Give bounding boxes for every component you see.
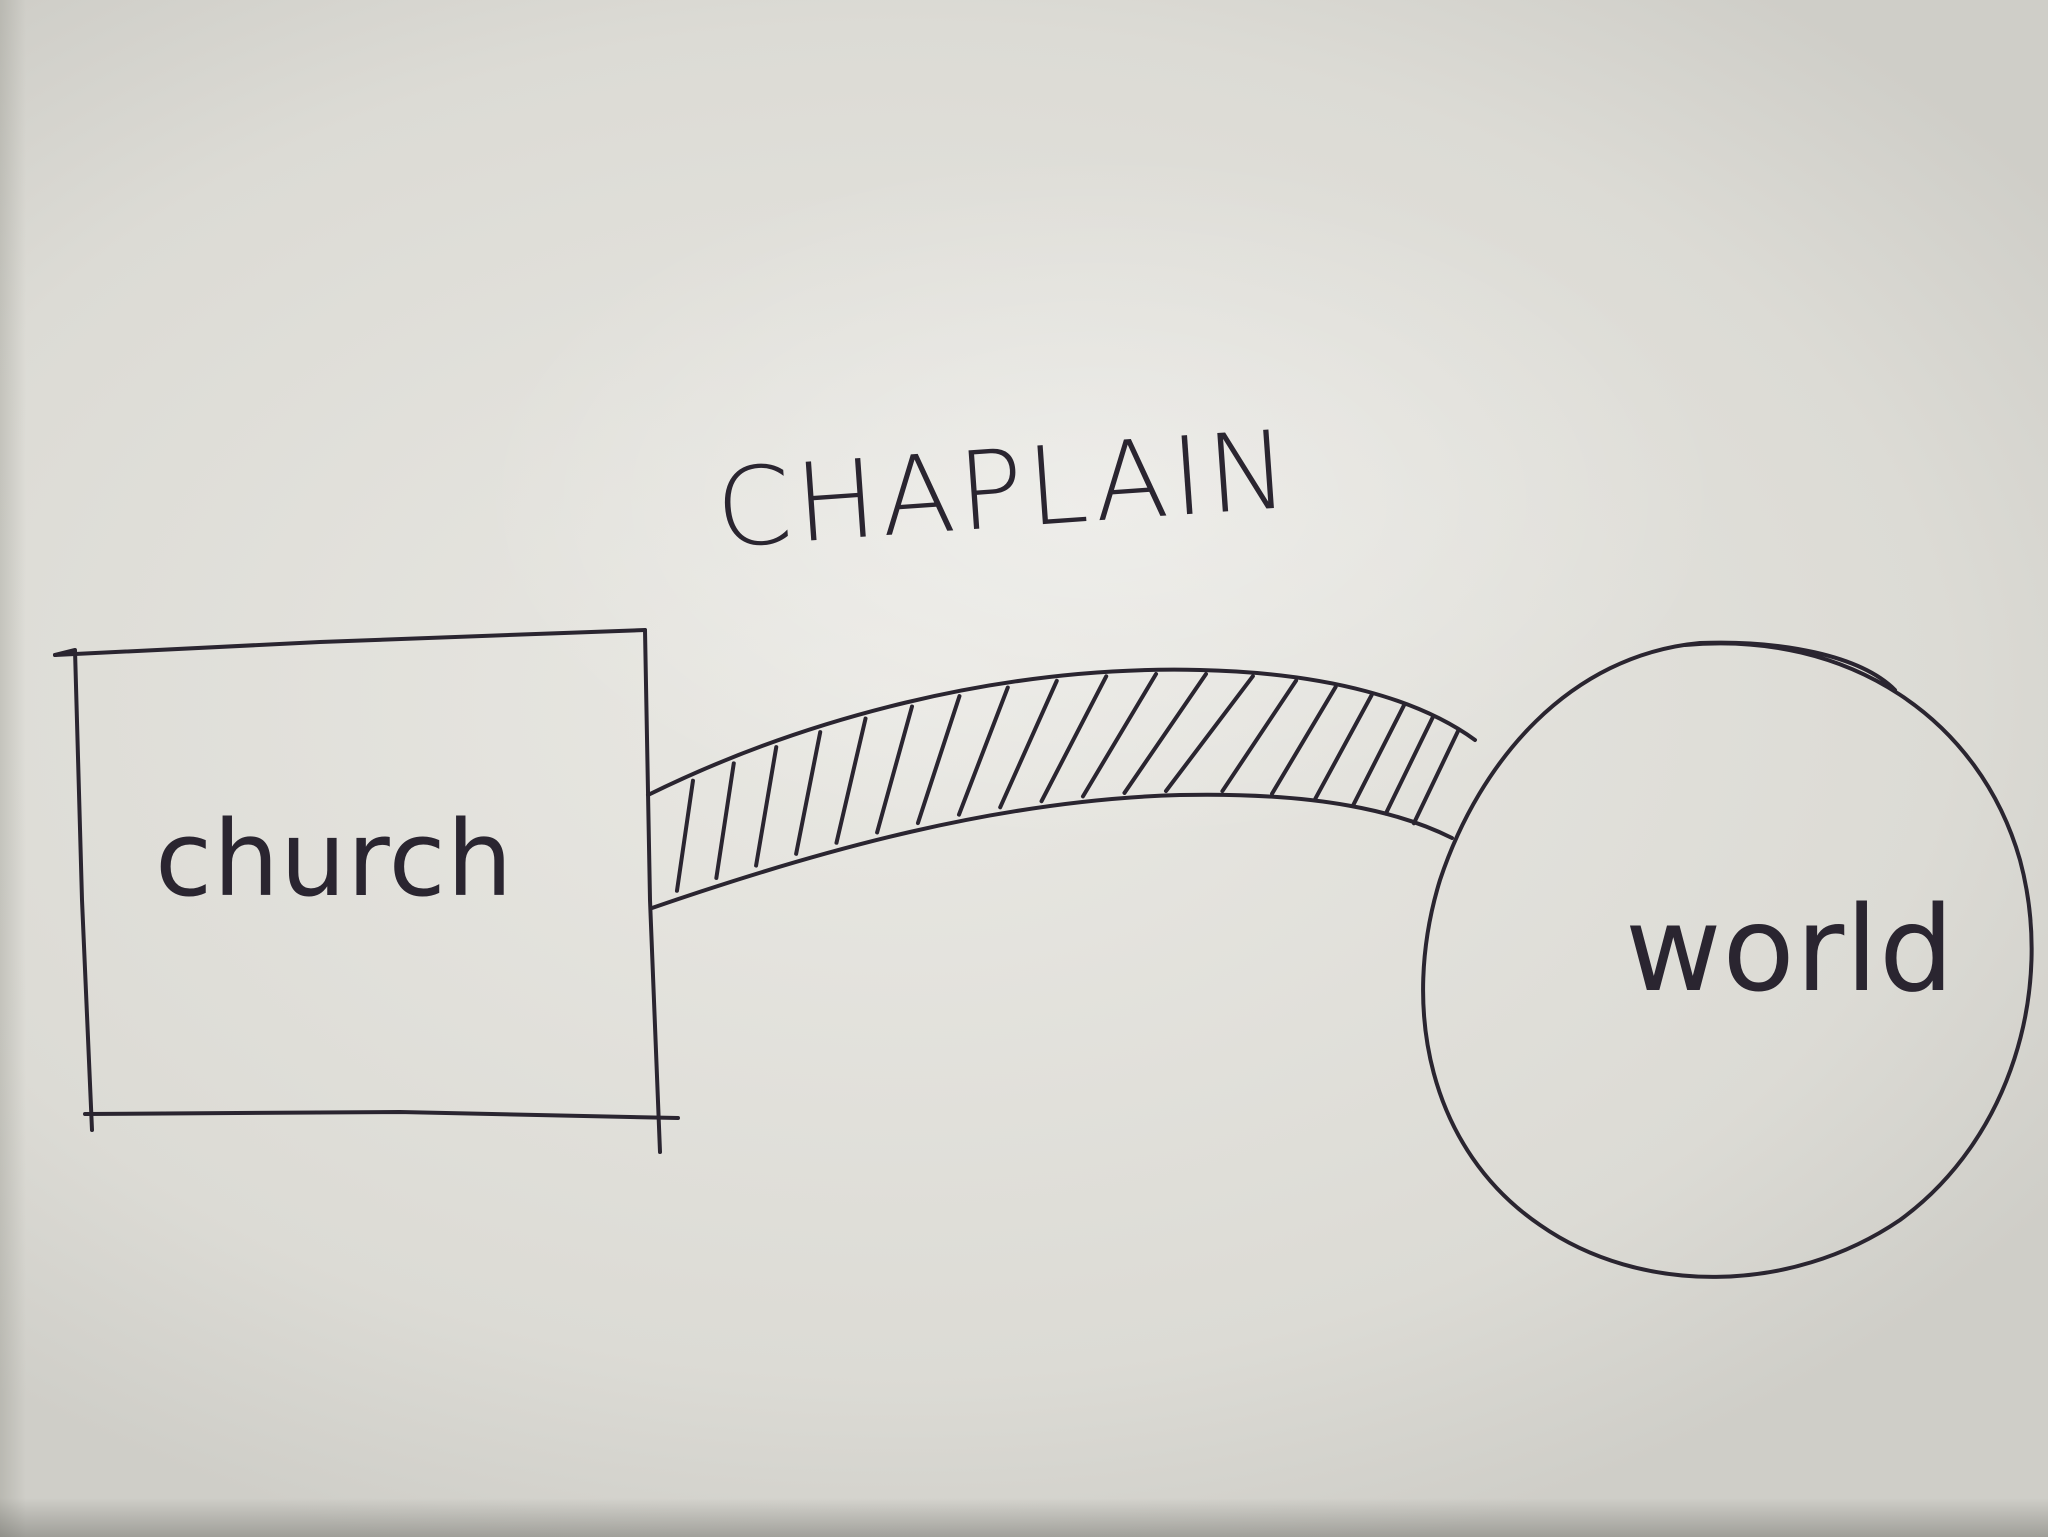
bridge-hatch-line [714, 761, 736, 880]
bridge-hatch-line [1270, 684, 1338, 796]
bridge-hatch-line [1220, 678, 1299, 794]
bridge-hatch-line [794, 730, 823, 856]
bridge-hatch-line [915, 694, 962, 826]
chaplain-bridge [646, 667, 1477, 910]
bridge-hatch-line [754, 745, 779, 868]
bridge-hatch-line [1164, 674, 1255, 793]
bridge-hatch-line [1122, 672, 1208, 795]
bridge-hatch-line [674, 778, 695, 893]
table-surface [0, 1498, 2048, 1537]
church-box [53, 628, 680, 1154]
bridge-hatch-line [1383, 714, 1436, 816]
bridge-hatch-line [1411, 727, 1461, 826]
bridge-hatch-line [1039, 674, 1109, 804]
bridge-hatch-line [1313, 693, 1374, 801]
bridge-hatch-line [1351, 703, 1407, 808]
bridge-hatch-line [998, 678, 1059, 810]
bridge-hatching [674, 671, 1461, 893]
bridge-hatch-line [956, 685, 1010, 817]
bridge-hatch-line [834, 716, 868, 845]
world-circle [1421, 640, 2034, 1279]
bridge-hatch-line [875, 704, 914, 835]
paper-edge-shadow [0, 0, 26, 1537]
bridge-hatch-line [1080, 671, 1159, 799]
church-label: church [155, 798, 514, 920]
world-label: world [1625, 880, 1955, 1018]
